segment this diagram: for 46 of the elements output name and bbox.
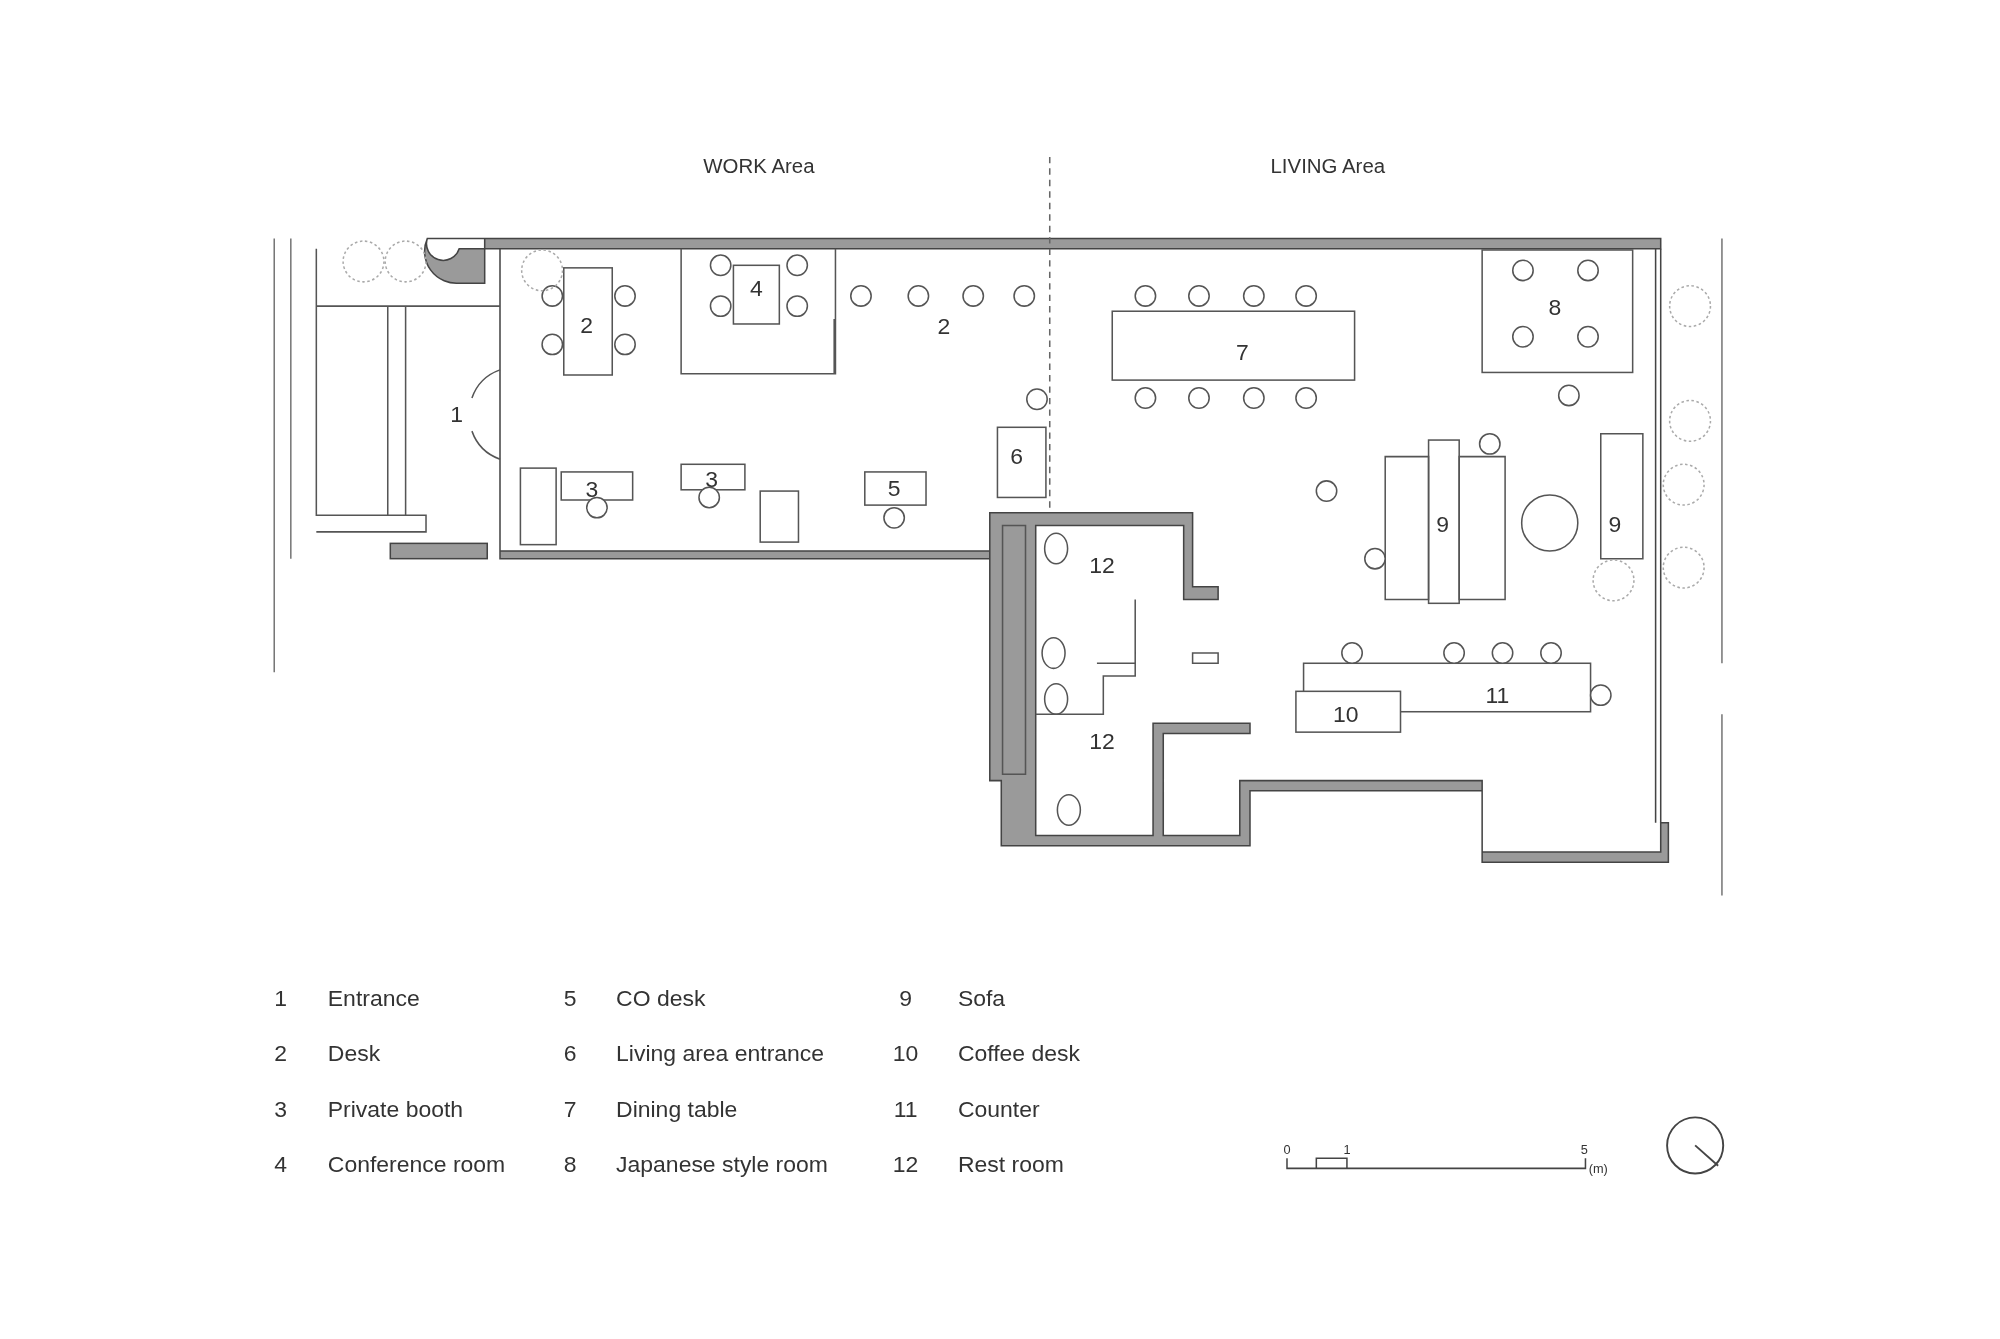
scale-label: 1 (1343, 1144, 1351, 1157)
key-number: 3 (274, 1098, 287, 1122)
callout-number: 4 (750, 276, 763, 300)
scale-label: 0 (1283, 1144, 1291, 1157)
callout-number: 9 (1436, 512, 1449, 536)
key-number: 11 (893, 1098, 918, 1122)
callout-number: 10 (1332, 702, 1359, 726)
area-label: WORK Area (703, 156, 815, 178)
callout-number: 12 (1089, 553, 1115, 577)
key-text: Japanese style room (616, 1153, 828, 1176)
key-text: Rest room (957, 1153, 1064, 1176)
key-text: Entrance (327, 987, 420, 1011)
callout-number: 5 (887, 477, 901, 500)
key-text: CO desk (616, 987, 706, 1011)
callout-number: 6 (1010, 445, 1023, 469)
callout-number: 3 (585, 478, 599, 502)
key-text: Coffee desk (957, 1042, 1080, 1066)
area-label: LIVING Area (1270, 156, 1386, 178)
key-text: Private booth (327, 1098, 464, 1122)
callout-number: 7 (1235, 340, 1249, 364)
callout-number: 3 (705, 468, 719, 492)
key-number: 1 (274, 987, 287, 1011)
key-number: 9 (899, 987, 912, 1011)
callout-number: 11 (1485, 683, 1510, 707)
callout-number: 1 (450, 403, 463, 426)
key-number: 4 (274, 1153, 287, 1176)
key-text: Living area entrance (616, 1042, 825, 1066)
key-text: Dining table (616, 1098, 738, 1122)
key-number: 7 (563, 1098, 577, 1122)
key-number: 5 (563, 987, 577, 1011)
key-text: Counter (957, 1098, 1040, 1122)
callout-number: 12 (1089, 729, 1115, 753)
key-number: 6 (563, 1042, 577, 1066)
scale-label: 5 (1580, 1144, 1588, 1157)
callout-number: 9 (1608, 512, 1622, 536)
key-text: Desk (327, 1042, 381, 1066)
scale-label: (m) (1588, 1163, 1608, 1176)
key-number: 12 (892, 1153, 919, 1176)
key-number: 10 (892, 1042, 919, 1066)
key-text: Conference room (327, 1153, 506, 1176)
key-number: 8 (563, 1153, 577, 1176)
key-number: 2 (274, 1042, 287, 1066)
callout-number: 8 (1548, 295, 1562, 319)
key-text: Sofa (957, 987, 1006, 1011)
callout-number: 2 (937, 315, 951, 338)
callout-number: 2 (580, 313, 594, 337)
